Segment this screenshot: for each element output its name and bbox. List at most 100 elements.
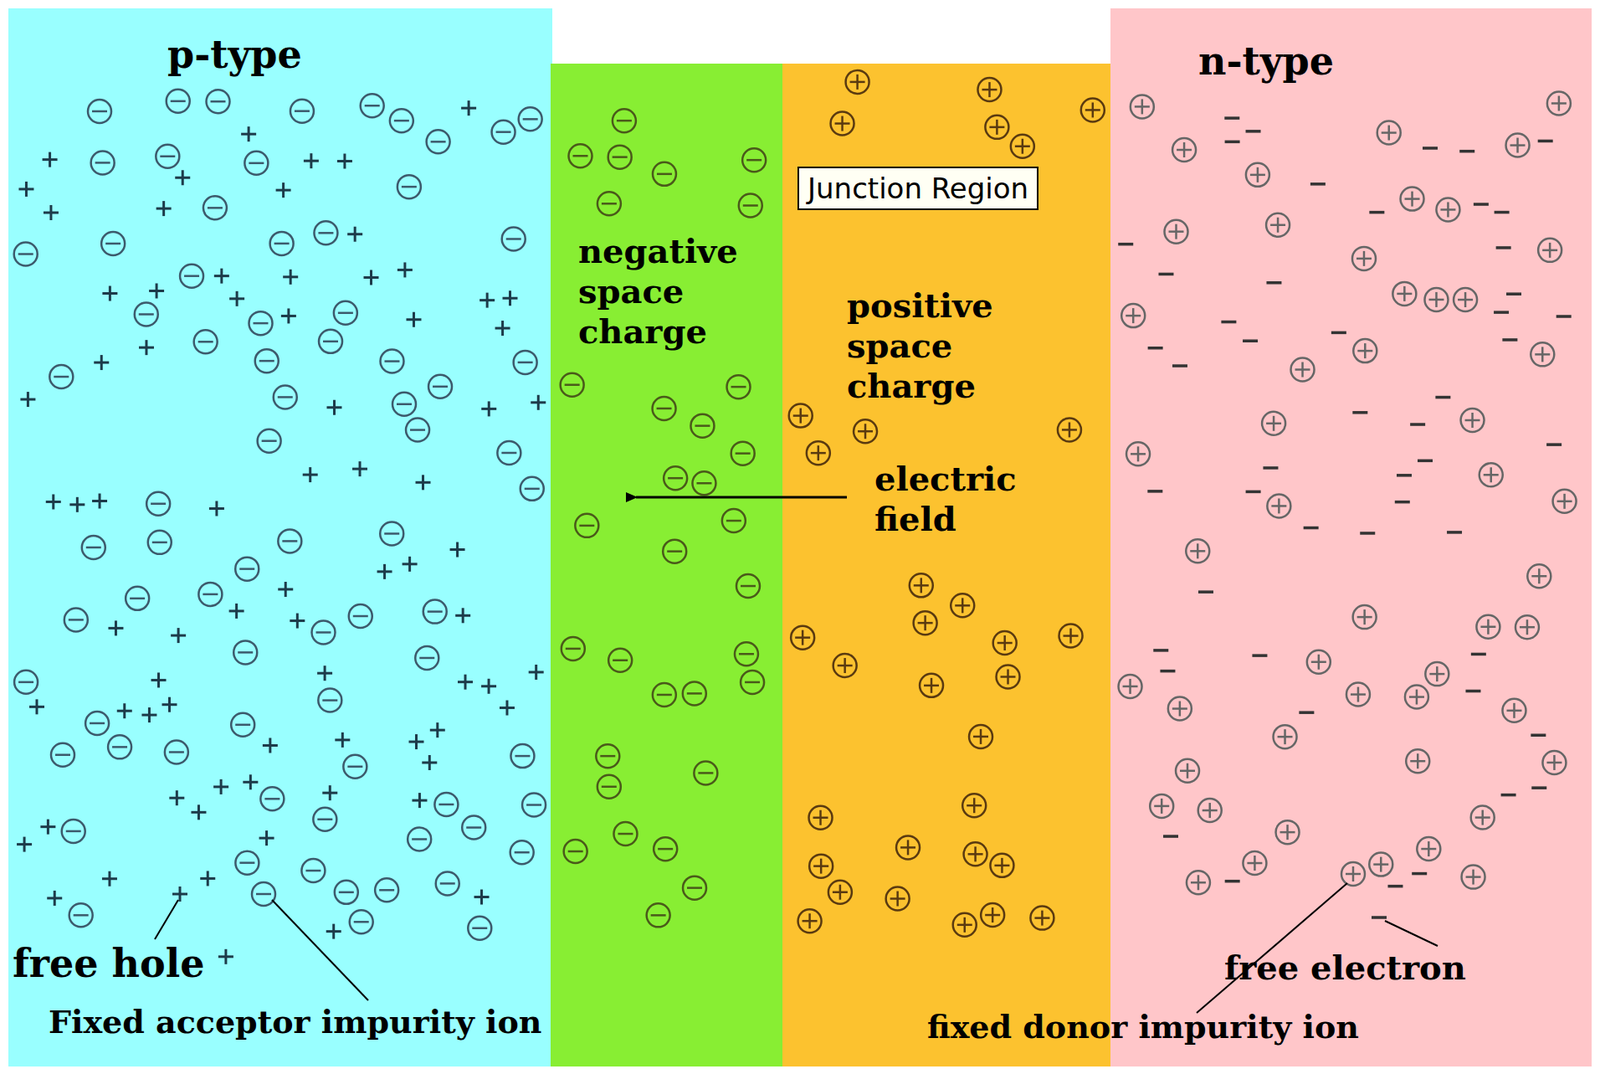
acceptor-ion xyxy=(652,682,677,707)
donor-ion xyxy=(919,673,944,698)
ion-sign xyxy=(68,618,84,621)
free-electron xyxy=(1163,834,1179,838)
ion-sign xyxy=(564,383,580,386)
ion-sign xyxy=(1352,866,1355,882)
free-hole xyxy=(224,948,227,965)
acceptor-ion xyxy=(312,807,337,831)
field-arrow xyxy=(635,496,847,499)
ion-sign xyxy=(841,116,844,132)
donor-ion xyxy=(1502,698,1526,723)
acceptor-ion xyxy=(248,311,272,335)
acceptor-ion xyxy=(513,350,538,375)
region-title: p-type xyxy=(167,31,303,78)
acceptor-ion xyxy=(461,815,486,840)
donor-ion xyxy=(1476,615,1500,639)
donor-ion xyxy=(989,853,1014,877)
acceptor-ion xyxy=(235,557,259,581)
free-electron xyxy=(1396,473,1412,477)
free-electron xyxy=(1225,879,1241,883)
donor-ion xyxy=(1461,408,1485,432)
ion-sign xyxy=(1487,619,1490,635)
ion-sign xyxy=(1021,138,1025,154)
ion-sign xyxy=(353,920,370,924)
acceptor-ion xyxy=(257,429,282,453)
free-electron xyxy=(1538,139,1554,144)
donor-ion xyxy=(1479,462,1503,487)
ion-sign xyxy=(364,104,380,108)
ion-sign xyxy=(92,110,108,113)
acceptor-ion xyxy=(374,877,399,902)
acceptor-ion xyxy=(734,641,759,666)
donor-ion xyxy=(1149,794,1174,818)
acceptor-ion xyxy=(179,264,204,288)
free-electron xyxy=(1153,648,1169,652)
free-electron xyxy=(1331,331,1347,335)
acceptor-ion xyxy=(107,734,132,759)
ion-sign xyxy=(974,846,977,862)
acceptor-ion xyxy=(740,670,765,694)
ion-sign xyxy=(73,913,89,917)
ion-sign xyxy=(1000,857,1004,873)
ion-sign xyxy=(1276,217,1280,233)
free-hole xyxy=(177,627,180,643)
ion-sign xyxy=(1068,421,1072,437)
ion-sign xyxy=(514,754,530,758)
acceptor-ion xyxy=(155,144,180,169)
ion-sign xyxy=(1069,628,1072,644)
ion-sign xyxy=(726,519,742,523)
acceptor-ion xyxy=(682,876,707,900)
acceptor-ion xyxy=(101,231,125,256)
electron-label: free electron xyxy=(1224,947,1467,988)
free-electron xyxy=(1117,242,1134,247)
free-hole xyxy=(144,339,148,355)
ion-sign xyxy=(856,74,859,90)
donor-ion xyxy=(1425,661,1449,686)
donor-ion xyxy=(1392,282,1416,306)
acceptor-ion xyxy=(273,384,298,409)
acceptor-ion xyxy=(317,688,342,713)
free-electron xyxy=(1506,292,1522,296)
acceptor-ion xyxy=(653,836,677,861)
ion-sign xyxy=(601,785,617,789)
donor-ion xyxy=(1424,287,1448,312)
donor-ion xyxy=(1353,338,1377,363)
ion-sign xyxy=(261,439,277,442)
acceptor-ion xyxy=(435,871,460,895)
acceptor-ion xyxy=(722,508,746,533)
free-electron xyxy=(1359,531,1375,535)
acceptor-ion xyxy=(251,882,276,906)
ion-sign xyxy=(202,593,218,596)
ion-sign xyxy=(323,340,339,344)
free-hole xyxy=(265,830,268,846)
free-hole xyxy=(287,307,290,324)
donor-ion xyxy=(1400,187,1425,211)
acceptor-ion xyxy=(736,574,760,598)
acceptor-ion xyxy=(497,441,521,465)
free-hole xyxy=(508,290,512,306)
ion-sign xyxy=(235,723,251,727)
free-electron xyxy=(1411,871,1427,876)
free-hole xyxy=(114,620,118,636)
free-hole xyxy=(464,674,467,690)
free-hole xyxy=(49,205,52,221)
free-electron xyxy=(1417,459,1433,463)
ion-sign xyxy=(282,539,298,543)
free-hole xyxy=(323,665,327,681)
positive-charge-ground xyxy=(782,63,1113,1067)
ion-sign xyxy=(170,100,186,103)
ion-sign xyxy=(317,817,333,821)
ion-sign xyxy=(1415,689,1419,705)
donor-ion xyxy=(980,902,1005,927)
ion-sign xyxy=(666,549,683,553)
free-electron xyxy=(1446,530,1462,534)
donor-ion xyxy=(1553,489,1577,513)
ion-sign xyxy=(801,630,805,646)
ion-sign xyxy=(651,913,667,917)
free-hole xyxy=(26,391,30,407)
donor-ion xyxy=(1121,303,1145,328)
donor-ion xyxy=(1164,220,1189,244)
ion-sign xyxy=(105,242,121,246)
ion-sign xyxy=(86,546,102,549)
acceptor-ion xyxy=(428,374,452,399)
